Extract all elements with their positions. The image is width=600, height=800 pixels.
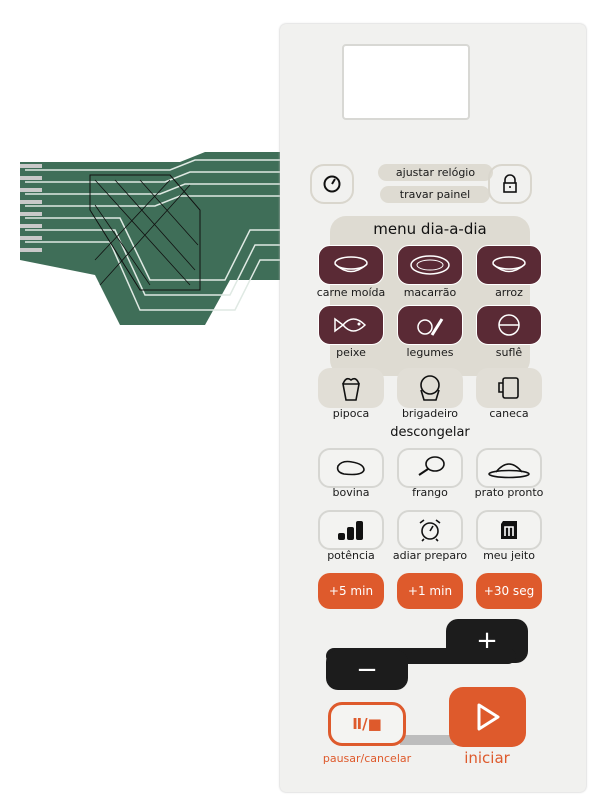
mug-icon (498, 377, 519, 399)
play-icon (477, 703, 499, 731)
steak-icon (336, 460, 365, 476)
brigadeiro-label: brigadeiro (401, 407, 459, 420)
plus-30-seg-button[interactable]: +30 seg (476, 573, 542, 609)
brigadeiro-icon (420, 375, 440, 401)
bowl-icon (334, 256, 368, 273)
prato-pronto-label: prato pronto (474, 486, 544, 499)
pasta-icon (410, 255, 450, 275)
plus-1-min-button[interactable]: +1 min (397, 573, 463, 609)
clock-icon (323, 175, 341, 193)
caneca-label: caneca (489, 407, 529, 420)
bovina-button[interactable] (318, 448, 384, 488)
minus-button[interactable]: − (326, 650, 408, 690)
legumes-label: legumes (406, 346, 454, 359)
pipoca-button[interactable] (318, 368, 384, 408)
arroz-button[interactable] (476, 245, 542, 285)
potencia-label: potência (327, 549, 375, 562)
plus-5-min-button[interactable]: +5 min (318, 573, 384, 609)
pause-cancel-label: pausar/cancelar (322, 752, 412, 765)
brigadeiro-button[interactable] (397, 368, 463, 408)
start-label: iniciar (464, 749, 510, 767)
adiar-preparo-label: adiar preparo (392, 549, 468, 562)
pause-stop-icon: Ⅱ/■ (352, 715, 382, 733)
souffle-icon (498, 314, 520, 336)
my-way-icon (501, 521, 517, 539)
chicken-leg-icon (418, 456, 445, 476)
connector-strip (400, 735, 460, 745)
meu-jeito-button[interactable] (476, 510, 542, 550)
lock-button[interactable] (488, 164, 532, 204)
bovina-label: bovina (332, 486, 370, 499)
ribbon-cable (20, 152, 300, 325)
sufle-button[interactable] (476, 305, 542, 345)
macarrao-label: macarrão (403, 286, 457, 299)
potencia-button[interactable] (318, 510, 384, 550)
peixe-label: peixe (336, 346, 366, 359)
descongelar-title: descongelar (390, 425, 470, 440)
macarrao-button[interactable] (397, 245, 463, 285)
carne-moida-label: carne moída (316, 286, 386, 299)
carne-moida-button[interactable] (318, 245, 384, 285)
adiar-preparo-button[interactable] (397, 510, 463, 550)
vegetables-icon (417, 318, 444, 336)
caneca-button[interactable] (476, 368, 542, 408)
cloche-icon (488, 463, 530, 479)
prato-pronto-button[interactable] (476, 448, 542, 488)
display-window (342, 44, 470, 120)
fish-icon (334, 317, 367, 333)
start-button[interactable] (449, 687, 526, 747)
power-bars-icon (338, 521, 363, 540)
frango-button[interactable] (397, 448, 463, 488)
popcorn-icon (342, 377, 360, 401)
pause-cancel-button[interactable]: Ⅱ/■ (328, 702, 406, 746)
travar-painel-label: travar painel (380, 186, 490, 203)
arroz-label: arroz (495, 286, 523, 299)
frango-label: frango (412, 486, 448, 499)
legumes-button[interactable] (397, 305, 463, 345)
lock-icon (503, 174, 517, 193)
peixe-button[interactable] (318, 305, 384, 345)
meu-jeito-label: meu jeito (483, 549, 535, 562)
rice-icon (492, 256, 526, 273)
menu-title: menu dia-a-dia (373, 220, 487, 238)
menu-header (330, 216, 530, 376)
pipoca-label: pipoca (332, 407, 370, 420)
sufle-label: suflê (495, 346, 523, 359)
alarm-clock-icon (419, 519, 441, 542)
clock-button[interactable] (310, 164, 354, 204)
ajustar-relogio-label: ajustar relógio (378, 164, 493, 181)
